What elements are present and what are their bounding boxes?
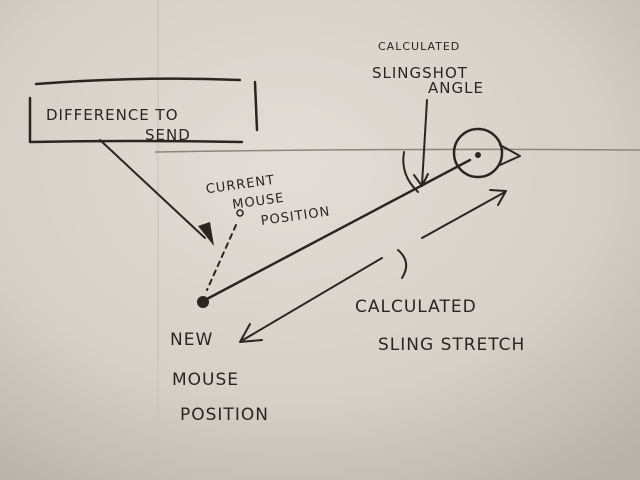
angle-arc bbox=[402, 151, 419, 193]
angle-line3: ANGLE bbox=[428, 79, 484, 97]
difference-to-send-box: DIFFERENCE TO SEND bbox=[28, 77, 259, 144]
slingshot-anchor bbox=[452, 127, 521, 179]
new-mouse-line3: POSITION bbox=[180, 405, 269, 425]
stretch-midpoint-brace bbox=[397, 249, 408, 279]
difference-arrow bbox=[99, 139, 206, 239]
stretch-line1: CALCULATED bbox=[355, 297, 477, 317]
slingshot-angle-label: CALCULATED SLINGSHOT ANGLE bbox=[372, 40, 484, 97]
stretch-arrow-right bbox=[421, 189, 507, 239]
angle-line1: CALCULATED bbox=[378, 40, 460, 53]
stretch-line2: SLING STRETCH bbox=[378, 335, 525, 355]
horizon-line bbox=[154, 148, 640, 153]
difference-label-line1: DIFFERENCE TO bbox=[46, 106, 179, 124]
new-mouse-line1: NEW bbox=[170, 330, 213, 350]
angle-line2: SLINGSHOT bbox=[372, 64, 468, 82]
sling-stretch-label: CALCULATED SLING STRETCH bbox=[355, 297, 525, 355]
current-mouse-point bbox=[236, 209, 244, 217]
stretch-arrow-left bbox=[239, 257, 383, 343]
mouse-delta-dotted-line bbox=[206, 224, 237, 291]
new-mouse-line2: MOUSE bbox=[172, 370, 239, 390]
current-mouse-line2: MOUSE bbox=[231, 191, 285, 213]
sling-band bbox=[203, 158, 472, 302]
new-mouse-label: NEW MOUSE POSITION bbox=[170, 330, 269, 425]
difference-arrowhead bbox=[198, 222, 214, 246]
difference-label-line2: SEND bbox=[145, 126, 191, 144]
new-mouse-point bbox=[197, 296, 209, 308]
angle-pointer-arrow bbox=[413, 99, 429, 187]
